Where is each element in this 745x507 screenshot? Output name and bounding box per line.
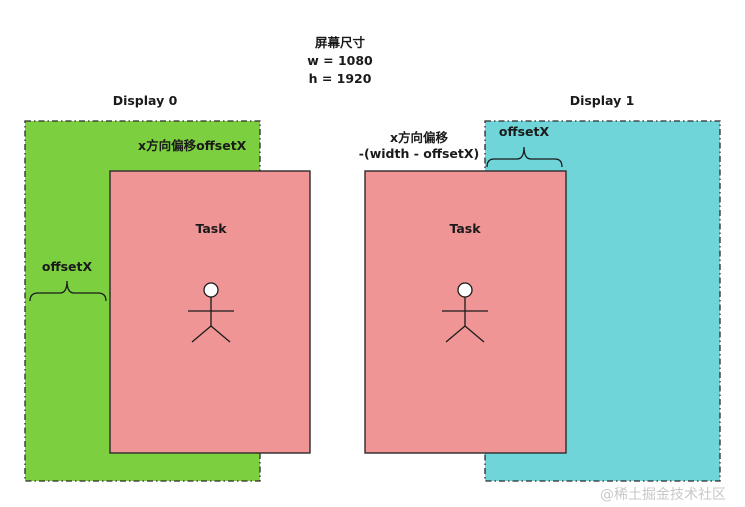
display-1-title: Display 1: [569, 93, 635, 108]
screen-width-label: w = 1080: [307, 53, 373, 68]
offset-brace-1: [486, 146, 563, 168]
display-0-offset-label: offsetX: [41, 259, 93, 274]
offset-brace-0: [29, 280, 107, 302]
display-1-offset-label: offsetX: [498, 124, 550, 139]
screen-height-label: h = 1920: [308, 71, 372, 86]
task-0-label: Task: [195, 221, 227, 236]
person-icon-1: [442, 282, 488, 343]
person-icon-0: [188, 282, 234, 343]
task-1-label: Task: [449, 221, 481, 236]
display-0-offset-caption: x方向偏移offsetX: [138, 138, 247, 153]
display-1-offset-caption-line1: x方向偏移: [389, 130, 449, 145]
screen-size-title: 屏幕尺寸: [314, 35, 366, 50]
display-1-offset-caption-line2: -(width - offsetX): [358, 146, 480, 161]
task-window-0: [109, 170, 311, 454]
display-0-title: Display 0: [112, 93, 178, 108]
watermark-text: @稀土掘金技术社区: [600, 487, 726, 503]
